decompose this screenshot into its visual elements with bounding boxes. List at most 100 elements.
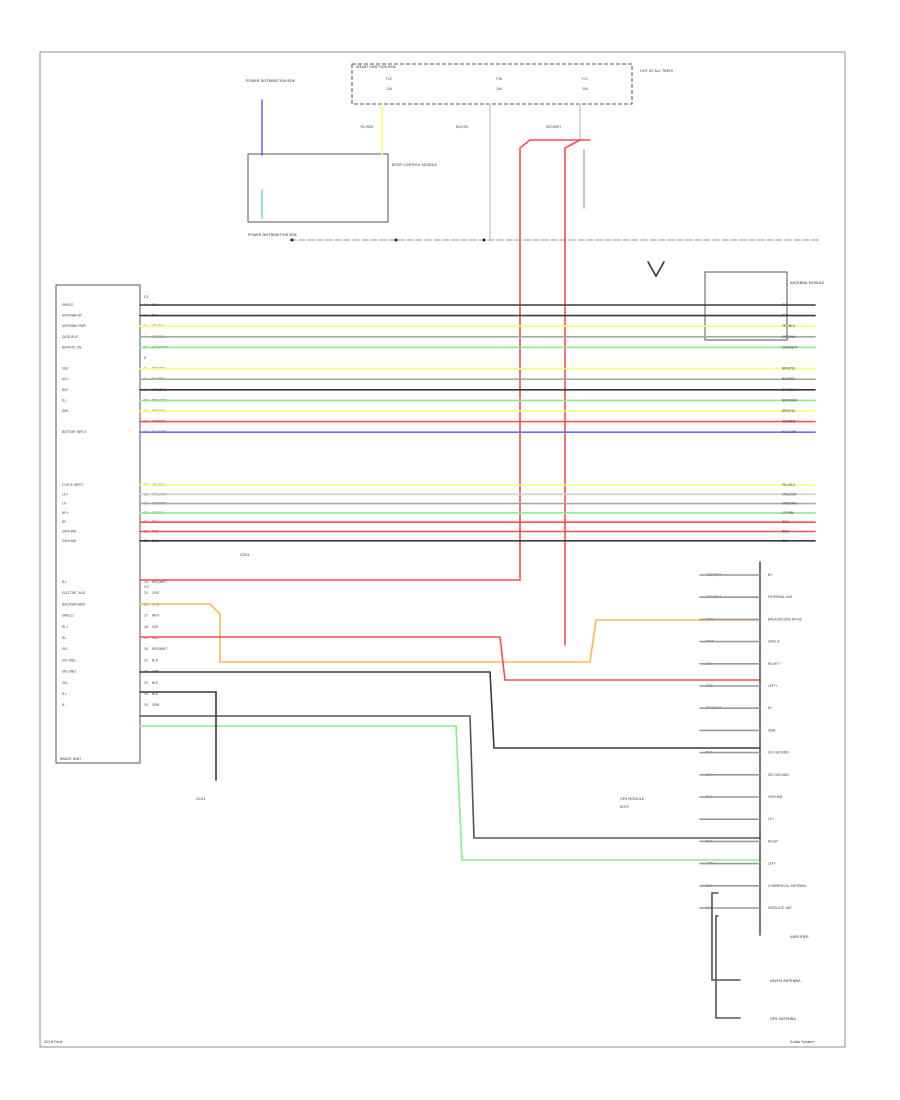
connector-b-label: C2 <box>144 585 149 589</box>
wire-black-sig <box>139 671 761 749</box>
radio-pin-c-pin-7: 31 <box>144 658 148 662</box>
wire-ant-connector-2 <box>715 915 741 1019</box>
radio-pin-c-color-6: RED/WHT <box>152 647 167 651</box>
amp-pin-name-15: SATELLITE ANT <box>768 906 792 910</box>
radio-unit-label: RADIO UNIT <box>60 757 82 761</box>
radio-pin-c-color-7: BLK <box>152 658 159 662</box>
fuse-box-label: SMART JUNCTION BOX <box>356 65 396 69</box>
fuse-box-outline <box>351 63 633 105</box>
radio-pin-a-name-3: DATA BUS <box>62 335 78 339</box>
radio-pin-a-endcolor-8: GRN/BLK <box>782 388 797 392</box>
gps-module-label: GPS MODULE <box>620 797 645 801</box>
radio-pin-b-endcolor-4: RED <box>782 520 789 524</box>
radio-pin-c-pin-9: 33 <box>144 681 148 685</box>
radio-pin-c-pin-6: 30 <box>144 647 148 651</box>
radio-pin-a-endcolor-6: BRN/YEL <box>782 367 796 371</box>
radio-pin-c-pin-3: 27 <box>144 614 148 618</box>
radio-pin-c-pin-10: 34 <box>144 692 148 696</box>
relay-box <box>247 153 389 223</box>
radio-pin-a-endcolor-0: BLK <box>782 303 789 307</box>
radio-pin-c-color-10: BLK <box>152 692 159 696</box>
radio-pin-b-endcolor-3: LT GRN <box>782 511 794 515</box>
radio-pin-a-endcolor-7: BLU/YEL <box>782 377 795 381</box>
amp-pin-name-4: RIGHT+ <box>768 662 781 666</box>
radio-pin-a-name-2: ANTENNA PWR <box>62 324 87 328</box>
relay-box-label: BODY CONTROL MODULE <box>392 163 438 167</box>
fuse-3-rating: 20A <box>582 87 589 91</box>
footer-left-label: 2016 Ford <box>44 1040 62 1044</box>
radio-pin-a-endcolor-1: BLK <box>782 314 789 318</box>
radio-pin-c-name-4: RL+ <box>62 625 69 629</box>
footer-right-label: Audio System <box>790 1040 815 1044</box>
radio-pin-b-name-5: GROUND <box>62 530 77 534</box>
radio-pin-a-endcolor-9: BRN/GRN <box>782 398 798 402</box>
radio-pin-c-name-9: SIG <box>62 681 68 685</box>
gps-note-label: NOTE <box>620 805 629 809</box>
radio-pin-c-color-3: WHT <box>152 614 160 618</box>
radio-pin-b-name-1: LF+ <box>62 492 69 496</box>
radio-pin-c-color-9: BLK <box>152 681 159 685</box>
radio-pin-a-name-6: IGN <box>62 367 68 371</box>
wire-red-amp <box>139 636 761 681</box>
wire-orange <box>139 603 761 663</box>
amp-pin-name-11: LF+ <box>768 817 775 821</box>
amp-pin-name-12: RIGHT <box>768 839 778 843</box>
wire-red-feed-2 <box>564 139 581 646</box>
radio-pin-a-name-8: BAT <box>62 388 68 392</box>
top-wire-1-label: YEL/RED <box>360 125 374 129</box>
junction-dot-3 <box>482 238 486 242</box>
fuse-2-name: F36 <box>496 77 502 81</box>
radio-pin-a-endcolor-10: BRN/YEL <box>782 409 796 413</box>
fuse-3: F11 20A <box>582 77 589 91</box>
amp-pin-name-13: LEFT <box>768 862 776 866</box>
radio-pin-c-name-3: SHIELD <box>62 614 74 618</box>
radio-pin-c-pin-0: 24 <box>144 580 148 584</box>
radio-pin-a-endcolor-12: BLU/GRN <box>782 430 797 434</box>
amp-pin-name-0: B+ <box>768 573 773 577</box>
radio-pin-a-name-7: ACC <box>62 377 69 381</box>
radio-pin-c-name-0: B+ <box>62 580 67 584</box>
ground-g101-label: G101 <box>196 797 206 801</box>
radio-pin-c-name-2: BACKGROUND <box>62 602 86 606</box>
antenna-symbol <box>647 261 665 278</box>
antenna-module-box <box>704 271 788 341</box>
fuse-1-rating: 15A <box>386 87 393 91</box>
radio-pin-a-name-0: SHIELD <box>62 303 74 307</box>
amp-pin-name-14: COMMERCIAL ANTENNA <box>768 884 807 888</box>
radio-pin-b-name-6: GROUND <box>62 539 77 543</box>
top-wire-2-label: BLK/YEL <box>456 125 469 129</box>
amp-pin-name-9: SIG GROUND <box>768 773 789 777</box>
radio-pin-a-name-9: ILL <box>62 398 67 402</box>
power-box-left-label: POWER DISTRIBUTION BOX <box>246 79 295 83</box>
radio-pin-b-endcolor-6: BLK <box>782 539 789 543</box>
amp-pin-name-6: B+ <box>768 706 773 710</box>
radio-pin-c-color-5: RED <box>152 636 159 640</box>
fuse-3-name: F11 <box>582 77 588 81</box>
radio-pin-b-name-4: RF- <box>62 520 67 524</box>
antenna-a-label: AM/FM ANTENNA <box>770 979 801 983</box>
ground-box-label: POWER DISTRIBUTION BOX <box>248 233 297 237</box>
amp-pin-name-5: LEFT+ <box>768 684 779 688</box>
wire-ant-connector <box>711 892 741 981</box>
radio-pin-b-endcolor-5: RED <box>782 530 789 534</box>
radio-pin-c-name-6: SIG <box>62 647 68 651</box>
fuse-2-rating: 10A <box>496 87 503 91</box>
wire-green-left <box>139 725 761 861</box>
radio-pin-c-pin-4: 28 <box>144 625 148 629</box>
radio-pin-a-pin-5: 6 <box>144 356 146 360</box>
antenna-b-label: GPS ANTENNA <box>770 1017 796 1021</box>
ground-g201-label: G201 <box>240 553 250 557</box>
radio-pin-a-endcolor-4: GRN/WHT <box>782 345 798 349</box>
wire-red-feed <box>139 139 591 581</box>
radio-pin-c-pin-1: 25 <box>144 591 148 595</box>
wire-black-right <box>139 715 761 839</box>
top-wire-3-label: RED/WHT <box>546 125 561 129</box>
wire-black-ground <box>139 691 217 781</box>
radio-pin-c-name-8: SIG GND <box>62 670 76 674</box>
junction-dot-2 <box>394 238 398 242</box>
antenna-module-label: ANTENNA MODULE <box>790 281 825 285</box>
radio-pin-c-name-1: ELECTRIC AUX <box>62 591 86 595</box>
radio-pin-a-endcolor-2: YEL/BLU <box>782 324 796 328</box>
